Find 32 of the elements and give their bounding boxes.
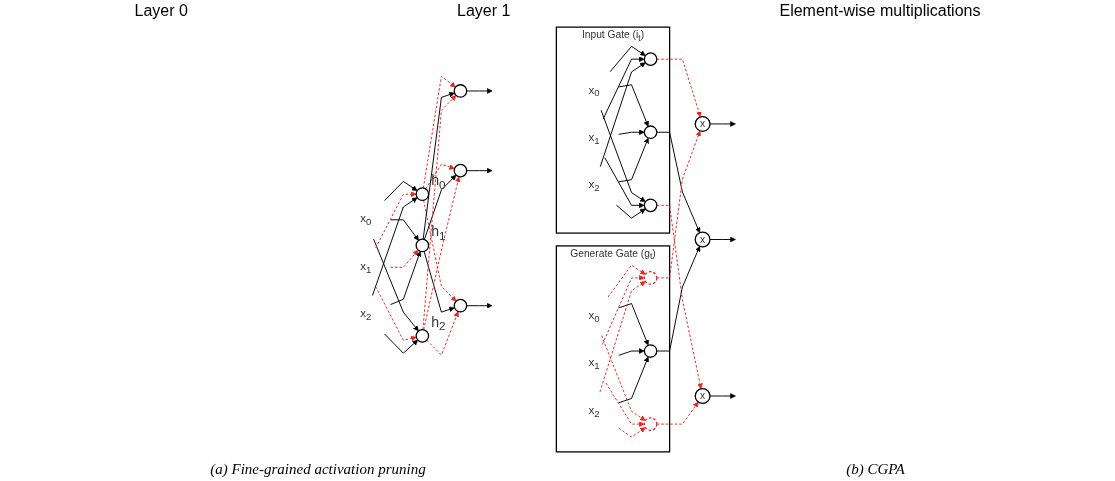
caption: (a) Fine-grained activation pruning — [210, 460, 426, 478]
node-circle — [453, 163, 468, 178]
node-label: h$_{2}$ — [431, 314, 446, 333]
node-circle — [643, 198, 658, 213]
label-text: Element-wise multiplications — [779, 2, 981, 20]
node-text: x$_{1}$ — [588, 130, 600, 146]
node-circle — [643, 52, 658, 66]
node-circle: x — [694, 115, 711, 132]
node-circle — [643, 417, 658, 431]
node-text: x$_{1}$ — [588, 356, 600, 372]
node-text: x$_{0}$ — [360, 212, 372, 228]
label-text: Layer 1 — [457, 2, 511, 20]
node-text: x$_{2}$ — [360, 307, 372, 323]
node-circle — [643, 271, 658, 285]
node-circle — [415, 329, 430, 343]
node-circle — [643, 125, 658, 140]
node-text: x$_{0}$ — [588, 83, 600, 99]
caption: (b) CGPA — [846, 460, 905, 478]
node-circle: x — [694, 388, 711, 404]
node-circle: x — [694, 231, 711, 248]
node-text: x$_{0}$ — [588, 308, 600, 324]
node-circle — [453, 298, 468, 313]
node-circle — [415, 187, 430, 202]
node-text: x$_{1}$ — [360, 259, 372, 275]
label-text: Layer 0 — [134, 2, 188, 20]
node-circle — [415, 238, 430, 253]
node-label: h$_{1}$ — [431, 223, 446, 243]
node-text: x$_{2}$ — [588, 403, 600, 419]
node-circle — [643, 344, 658, 358]
node-text: x$_{2}$ — [588, 178, 600, 194]
node-label: h$_{0}$ — [431, 172, 446, 192]
node-circle — [453, 84, 468, 98]
